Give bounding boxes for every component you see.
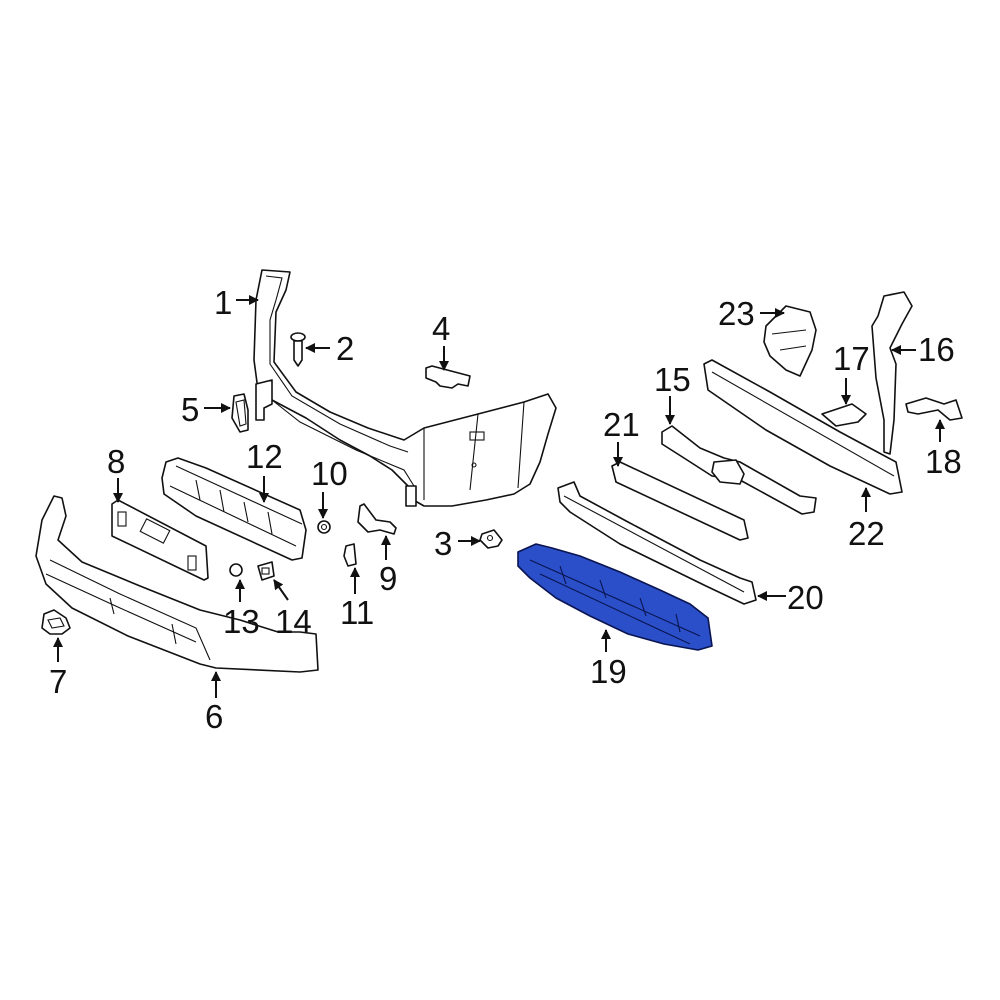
callout-18: 18: [925, 443, 962, 480]
impact-bar[interactable]: [703, 359, 903, 495]
callout-17: 17: [833, 340, 870, 377]
callout-1: 1: [214, 284, 233, 321]
push-pin-retainer[interactable]: [290, 332, 306, 367]
callout-23: 23: [718, 295, 755, 332]
retainer-clip[interactable]: [317, 520, 331, 534]
callout-4: 4: [432, 310, 451, 347]
callout-11: 11: [340, 594, 375, 631]
callout-22: 22: [848, 515, 885, 552]
callout-7: 7: [49, 663, 68, 700]
callout-13: 13: [223, 603, 260, 640]
callout-19: 19: [590, 653, 627, 690]
callout-2: 2: [336, 330, 355, 367]
lower-valance[interactable]: [35, 495, 319, 673]
callout-5: 5: [181, 391, 200, 428]
plug[interactable]: [229, 563, 243, 577]
callout-6: 6: [205, 698, 224, 735]
mount-bracket[interactable]: [905, 397, 963, 421]
callout-15: 15: [654, 361, 691, 398]
tow-hook-cover[interactable]: [41, 609, 71, 635]
guide-bracket[interactable]: [821, 403, 867, 427]
callout-3: 3: [434, 525, 453, 562]
callout-21: 21: [603, 406, 640, 443]
side-bracket[interactable]: [357, 503, 397, 535]
clip-nut[interactable]: [479, 529, 503, 549]
bumper-cover[interactable]: [253, 269, 557, 507]
energy-absorber[interactable]: [557, 481, 757, 605]
callout-16: 16: [918, 331, 955, 368]
callout-8: 8: [107, 443, 126, 480]
upper-absorber-bracket[interactable]: [661, 425, 817, 515]
callout-10: 10: [311, 455, 348, 492]
callout-14: 14: [275, 603, 312, 640]
side-retainer[interactable]: [231, 393, 249, 433]
callout-9: 9: [379, 560, 398, 597]
license-bracket[interactable]: [111, 499, 209, 581]
side-rail-bracket[interactable]: [871, 291, 913, 455]
upper-bracket[interactable]: [425, 365, 471, 389]
leader-arrows: [53, 295, 945, 698]
callout-20: 20: [787, 579, 824, 616]
grille-support[interactable]: [161, 457, 307, 561]
lower-deflector[interactable]: [517, 543, 713, 651]
retainer-block[interactable]: [257, 561, 275, 581]
impact-bar-bracket[interactable]: [763, 305, 817, 377]
clip[interactable]: [343, 543, 357, 567]
callout-12: 12: [246, 438, 283, 475]
